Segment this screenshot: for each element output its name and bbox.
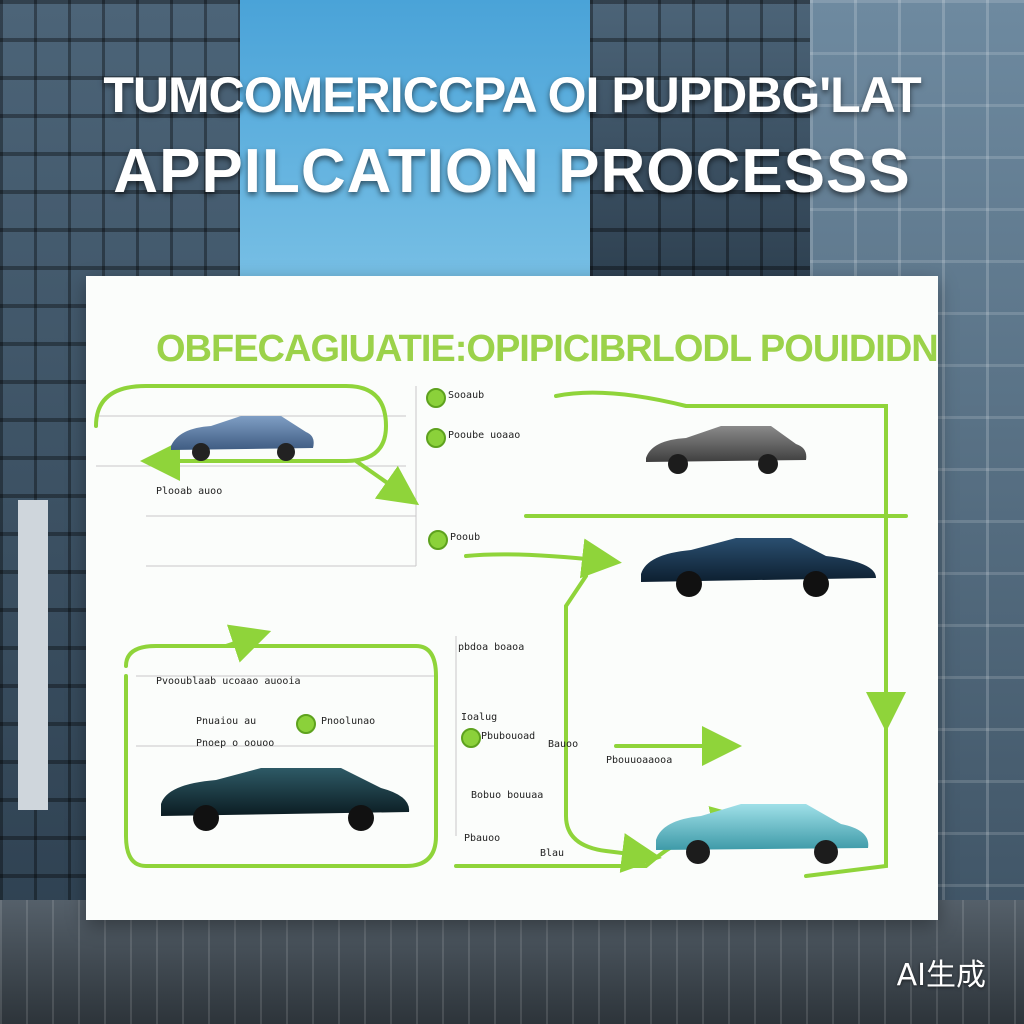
street xyxy=(0,900,1024,1024)
label-mid-item: Pooub xyxy=(450,532,481,543)
panel-title: OBFECAGIUATIE:OPIPICIBRLODL POUIDIDNS xyxy=(156,328,938,370)
label-right-a: Ioalug xyxy=(461,712,498,723)
label-right-e: Pbauoo xyxy=(464,833,501,844)
label-right-f: Blau xyxy=(540,848,565,859)
arrow-top-left-loop xyxy=(94,384,389,481)
label-lower-b: Pnoep o oouoo xyxy=(196,738,275,749)
label-top-item-2: Pooube uoaao xyxy=(448,430,521,441)
label-lower-c: Pnoolunao xyxy=(321,716,376,727)
label-lower-heading: Pvooublaab ucoaao auooia xyxy=(156,676,301,687)
label-lower-a: Pnuaiou au xyxy=(196,716,257,727)
arrow-right-bottom xyxy=(804,714,888,878)
leaf-icon xyxy=(296,714,316,734)
label-right-d: Bobuo bouuaa xyxy=(471,790,544,801)
arrow-vertical-center xyxy=(564,574,662,873)
arrow-to-stage-2 xyxy=(354,459,420,506)
label-right-head: pbdoa boaoa xyxy=(458,642,525,653)
building-center xyxy=(590,0,820,300)
leaf-icon xyxy=(428,530,448,550)
arrow-lower-loop xyxy=(124,644,438,868)
car-4 xyxy=(161,768,410,831)
flow-diagram xyxy=(94,384,908,878)
arrow-lower-top xyxy=(224,624,272,663)
leaf-icon xyxy=(461,728,481,748)
car-1 xyxy=(171,416,314,461)
arrow-top-right xyxy=(554,390,906,732)
headline-line-1: TUMCOMERICCPA OI PUPDBG'LAT xyxy=(103,67,921,123)
label-top-item-1: Sooaub xyxy=(448,390,485,401)
label-right-b: Pbubouoad xyxy=(481,731,536,742)
label-right-c: Bauoo xyxy=(548,739,579,750)
car-3 xyxy=(641,538,876,597)
ai-generated-watermark: AI生成 xyxy=(896,958,986,993)
label-right-g: Pbouuoaaooa xyxy=(606,755,673,766)
car-2 xyxy=(646,426,807,474)
headline-line-2: APPILCATION PROCESSS xyxy=(113,137,911,206)
headline: TUMCOMERICCPA OI PUPDBG'LAT APPILCATION … xyxy=(0,60,1024,214)
building-pillar xyxy=(18,500,48,810)
leaf-icon xyxy=(426,428,446,448)
arrow-to-stage-3 xyxy=(464,538,622,579)
leaf-icon xyxy=(426,388,446,408)
label-left-row: Plooab auoo xyxy=(156,486,223,497)
car-5 xyxy=(656,804,869,864)
process-diagram-panel: OBFECAGIUATIE:OPIPICIBRLODL POUIDIDNS xyxy=(86,276,938,920)
